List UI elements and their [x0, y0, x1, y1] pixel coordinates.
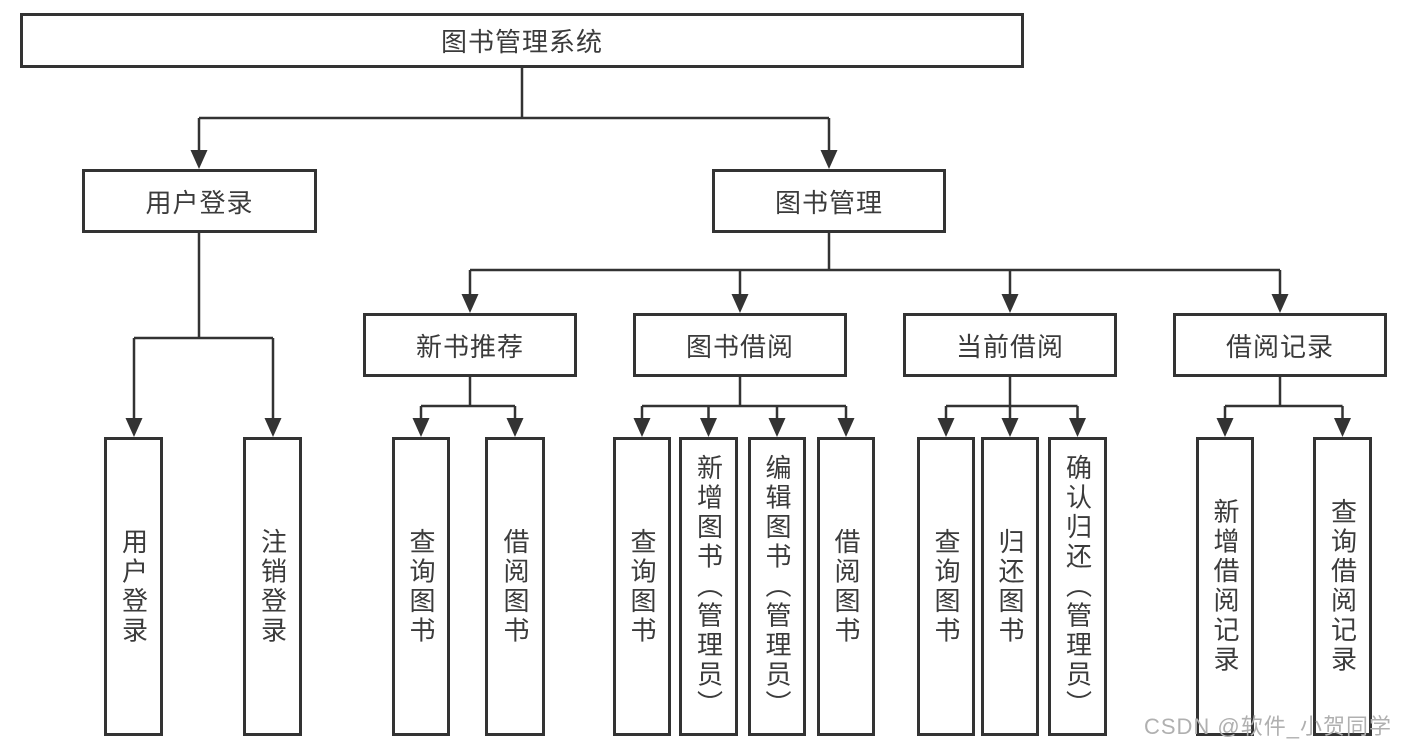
node-root: 图书管理系统 [20, 13, 1024, 68]
leaf-logout: 注销登录 [243, 437, 302, 736]
node-borrow-record: 借阅记录 [1173, 313, 1387, 377]
leaf-edit-books-admin: 编辑图书（管理员） [748, 437, 806, 736]
leaf-add-borrow-record: 新增借阅记录 [1196, 437, 1254, 736]
arrow-down-icon [1334, 406, 1351, 437]
leaf-confirm-return-admin-label: 确认归还（管理员） [1062, 453, 1093, 720]
leaf-newbook-query-books-label: 查询图书 [406, 527, 436, 646]
arrow-down-icon [768, 406, 786, 437]
leaf-borrow-books-label: 借阅图书 [831, 527, 861, 646]
arrow-down-icon [412, 406, 430, 437]
leaf-add-borrow-record-label: 新增借阅记录 [1210, 498, 1240, 675]
leaf-borrow-books: 借阅图书 [817, 437, 875, 736]
arrow-down-icon [820, 118, 838, 169]
node-new-book-recommend: 新书推荐 [363, 313, 577, 377]
connector-bookmgmt-to-level3 [470, 233, 1280, 272]
arrow-down-icon [264, 338, 282, 437]
leaf-confirm-return-admin: 确认归还（管理员） [1048, 437, 1107, 736]
leaf-return-books-label: 归还图书 [995, 527, 1025, 646]
node-current-borrow: 当前借阅 [903, 313, 1117, 377]
node-root-label: 图书管理系统 [440, 27, 603, 57]
csdn-watermark: CSDN @软件_小贺同学 [1143, 714, 1392, 739]
node-new-book-recommend-label: 新书推荐 [415, 331, 524, 362]
arrow-down-icon [937, 406, 955, 437]
leaf-add-books-admin-label: 新增图书（管理员） [693, 453, 724, 720]
leaf-logout-label: 注销登录 [257, 527, 288, 646]
node-current-borrow-label: 当前借阅 [955, 331, 1064, 362]
arrow-down-icon [1271, 270, 1289, 313]
arrow-down-icon [1216, 406, 1234, 437]
connector-bookborrow-to-leaves [642, 377, 846, 408]
arrow-down-icon [633, 406, 651, 437]
leaf-borrow-query-books: 查询图书 [613, 437, 671, 736]
leaf-newbook-query-books: 查询图书 [392, 437, 450, 736]
node-user-login-label: 用户登录 [145, 187, 254, 218]
leaf-edit-books-admin-label: 编辑图书（管理员） [762, 453, 792, 720]
connector-newbook-to-leaves [421, 377, 515, 408]
connector-userlogin-to-leaves [134, 233, 273, 340]
arrow-down-icon [1001, 270, 1019, 313]
node-user-login: 用户登录 [82, 169, 317, 233]
arrow-down-icon [190, 118, 208, 169]
arrow-down-icon [1069, 406, 1086, 437]
node-book-management: 图书管理 [712, 169, 946, 233]
leaf-newbook-borrow-books: 借阅图书 [485, 437, 545, 736]
arrowheads [125, 118, 1351, 437]
leaf-add-books-admin: 新增图书（管理员） [679, 437, 738, 736]
leaf-current-query-books: 查询图书 [917, 437, 975, 736]
leaf-user-login-label: 用户登录 [118, 527, 149, 646]
node-borrow-record-label: 借阅记录 [1225, 331, 1334, 362]
arrow-down-icon [1001, 406, 1019, 437]
leaf-return-books: 归还图书 [981, 437, 1039, 736]
node-book-borrow-label: 图书借阅 [685, 331, 794, 362]
connector-root-to-level2 [199, 68, 829, 120]
connector-borrowrecord-to-leaves [1225, 377, 1343, 408]
leaf-newbook-borrow-books-label: 借阅图书 [500, 527, 530, 646]
leaf-current-query-books-label: 查询图书 [931, 527, 961, 646]
leaf-user-login: 用户登录 [104, 437, 163, 736]
leaf-query-borrow-record: 查询借阅记录 [1313, 437, 1372, 736]
arrow-down-icon [506, 406, 524, 437]
arrow-down-icon [731, 270, 749, 313]
arrow-down-icon [461, 270, 479, 313]
leaf-borrow-query-books-label: 查询图书 [627, 527, 657, 646]
arrow-down-icon [125, 338, 143, 437]
arrow-down-icon [837, 406, 855, 437]
node-book-management-label: 图书管理 [774, 187, 883, 218]
leaf-query-borrow-record-label: 查询借阅记录 [1327, 498, 1358, 675]
node-book-borrow: 图书借阅 [633, 313, 847, 377]
connector-currentborrow-to-leaves [946, 377, 1078, 408]
arrow-down-icon [700, 406, 717, 437]
